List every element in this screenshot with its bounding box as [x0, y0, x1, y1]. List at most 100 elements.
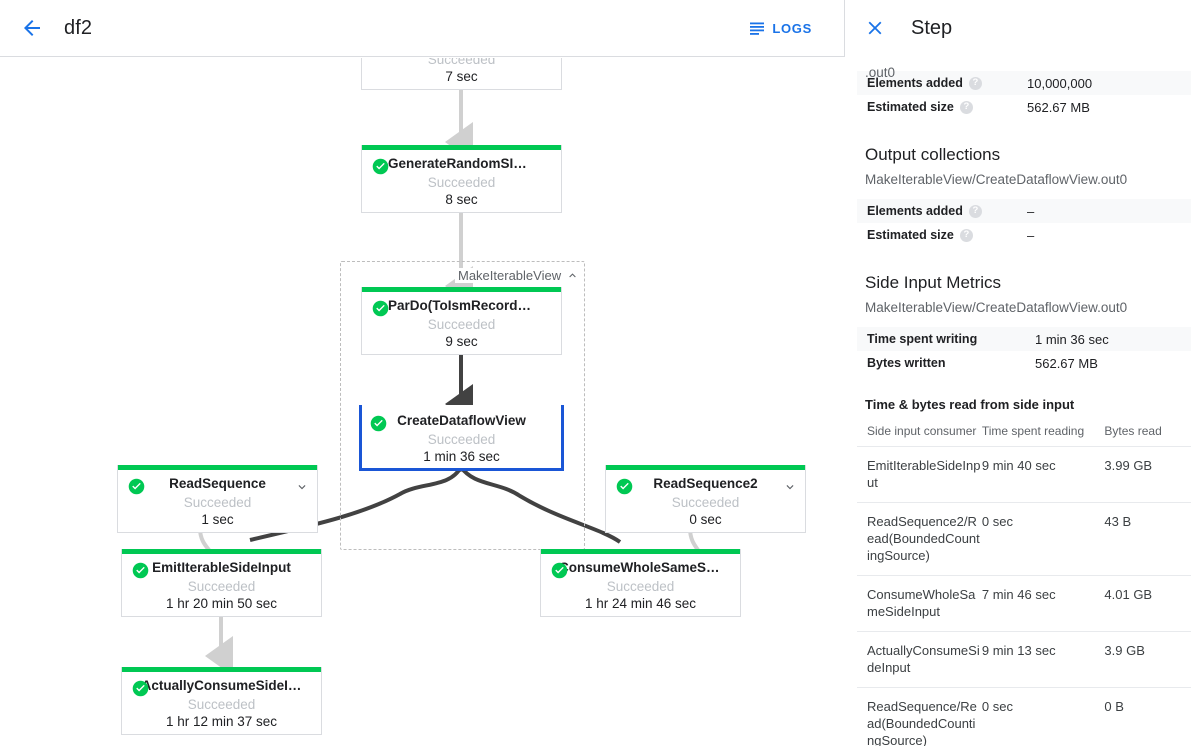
node-time: 1 hr 12 min 37 sec: [165, 714, 278, 729]
metric-key-label: Estimated size: [867, 228, 954, 242]
node-time: 1 sec: [201, 512, 234, 527]
cell-bytes: 43 B: [1104, 514, 1132, 529]
node-status-bar: [541, 549, 740, 554]
node-status-bar: [606, 465, 805, 470]
group-make-iterable-view[interactable]: [340, 261, 585, 550]
metric-value: –: [1027, 203, 1035, 219]
output-collections-title: Output collections: [865, 145, 1001, 164]
cell-consumer: ReadSequence/Read(BoundedCountingSource): [867, 699, 977, 746]
side-input-metrics-title: Side Input Metrics: [865, 273, 1002, 292]
node-status-bar: [362, 145, 561, 150]
step-panel-title: Step: [911, 16, 953, 39]
chevron-down-icon[interactable]: [783, 480, 797, 494]
side-input-collection-name: MakeIterableView/CreateDataflowView.out0: [865, 300, 1128, 315]
step-details-panel[interactable]: .out0 Elements added ? 10,000,000 Estima…: [845, 57, 1203, 746]
app-header: df2 LOGS: [0, 0, 844, 57]
help-icon[interactable]: ?: [959, 100, 973, 114]
table-row: Elements added ? 10,000,000: [857, 71, 1191, 95]
node-status: Succeeded: [606, 579, 675, 594]
success-check-icon: [551, 562, 568, 579]
cell-time: 0 sec: [981, 514, 1013, 529]
metric-value: 1 min 36 sec: [1035, 331, 1109, 347]
output-collection-name: MakeIterableView/CreateDataflowView.out0: [865, 172, 1128, 187]
table-row: ConsumeWholeSameSideInput 7 min 46 sec 4…: [857, 576, 1191, 632]
logs-button-label: LOGS: [772, 20, 812, 36]
table-row: ActuallyConsumeSideInput 9 min 13 sec 3.…: [857, 632, 1191, 688]
graph-node-generate-random-si-data[interactable]: GenerateRandomSIData Succeeded 8 sec: [361, 145, 562, 213]
partial-node-time: 7 sec: [445, 69, 478, 84]
node-status: Succeeded: [187, 697, 256, 712]
arrow-left-icon: [24, 20, 40, 36]
metric-value: –: [1027, 227, 1035, 243]
step-panel-header: Step: [845, 0, 1203, 57]
group-label-text: MakeIterableView: [458, 268, 562, 283]
node-time: 8 sec: [445, 192, 478, 207]
graph-node-read-sequence-2[interactable]: ReadSequence2 Succeeded 0 sec: [605, 465, 806, 533]
close-panel-button[interactable]: [857, 10, 893, 46]
success-check-icon: [372, 300, 389, 317]
metric-value: 562.67 MB: [1035, 355, 1098, 371]
column-header-bytes: Bytes read: [1104, 424, 1162, 438]
metric-key-label: Bytes written: [867, 356, 946, 370]
table-row: Elements added ? –: [857, 199, 1191, 223]
cell-time: 9 min 13 sec: [981, 643, 1056, 658]
node-time: 1 hr 20 min 50 sec: [165, 596, 278, 611]
metric-key: Elements added ?: [867, 76, 1027, 90]
logs-button[interactable]: LOGS: [741, 14, 820, 42]
graph-node-read-sequence[interactable]: ReadSequence Succeeded 1 sec: [117, 465, 318, 533]
metric-value: 10,000,000: [1027, 75, 1093, 91]
table-row: Estimated size ? –: [857, 223, 1191, 247]
side-input-write-metrics-table: Time spent writing 1 min 36 sec Bytes wr…: [857, 327, 1191, 375]
success-check-icon: [132, 680, 149, 697]
chevron-up-icon[interactable]: [566, 269, 579, 282]
node-status: Succeeded: [427, 175, 496, 190]
cell-consumer: ReadSequence2/Read(BoundedCountingSource…: [867, 514, 980, 563]
graph-node-emit-iterable-side-input[interactable]: EmitIterableSideInput Succeeded 1 hr 20 …: [121, 549, 322, 617]
success-check-icon: [128, 478, 145, 495]
cell-time: 7 min 46 sec: [981, 587, 1056, 602]
page-title: df2: [64, 16, 93, 39]
table-row: Estimated size ? 562.67 MB: [857, 95, 1191, 119]
node-status-bar: [118, 465, 317, 470]
node-name: CreateDataflowView: [397, 413, 526, 428]
metric-key-label: Elements added: [867, 204, 963, 218]
success-check-icon: [616, 478, 633, 495]
output-metrics-table: Elements added ? – Estimated size ? –: [857, 199, 1191, 247]
help-icon[interactable]: ?: [968, 204, 982, 218]
graph-node-actually-consume-side-input[interactable]: ActuallyConsumeSideI… Succeeded 1 hr 12 …: [121, 667, 322, 735]
metric-value: 562.67 MB: [1027, 99, 1090, 115]
node-status: Succeeded: [183, 495, 252, 510]
graph-node-pardo-to-ism-record-for[interactable]: ParDo(ToIsmRecordFor… Succeeded 9 sec: [361, 287, 562, 355]
node-status-bar: [122, 667, 321, 672]
graph-node-consume-whole-same-side-input[interactable]: ConsumeWholeSameSi… Succeeded 1 hr 24 mi…: [540, 549, 741, 617]
step-details-content: .out0 Elements added ? 10,000,000 Estima…: [845, 65, 1203, 746]
help-icon[interactable]: ?: [968, 76, 982, 90]
cell-consumer: EmitIterableSideInput: [867, 458, 981, 490]
column-header-time: Time spent reading: [981, 424, 1085, 438]
close-icon: [868, 21, 882, 35]
cell-time: 0 sec: [981, 699, 1013, 714]
metric-key: Elements added ?: [867, 204, 1027, 218]
chevron-down-icon[interactable]: [295, 480, 309, 494]
cell-bytes: 4.01 GB: [1104, 587, 1153, 602]
node-status: Succeeded: [671, 495, 740, 510]
help-icon[interactable]: ?: [959, 228, 973, 242]
cell-bytes: 0 B: [1104, 699, 1124, 714]
metric-key-label: Estimated size: [867, 100, 954, 114]
job-graph-canvas[interactable]: MakeIterableView Succeeded 7 sec Generat…: [0, 58, 844, 746]
table-row: Time spent writing 1 min 36 sec: [857, 327, 1191, 351]
node-status-bar: [122, 549, 321, 554]
cell-consumer: ConsumeWholeSameSideInput: [867, 587, 976, 619]
side-input-read-table-title: Time & bytes read from side input: [865, 397, 1075, 412]
node-name: ConsumeWholeSameSi…: [559, 560, 724, 575]
graph-node-partial[interactable]: Succeeded 7 sec: [361, 58, 562, 90]
graph-node-create-dataflow-view[interactable]: CreateDataflowView Succeeded 1 min 36 se…: [359, 405, 564, 471]
node-status-bar: [362, 287, 561, 292]
logs-list-icon: [750, 22, 765, 35]
side-input-read-table: Side input consumer Time spent reading B…: [857, 418, 1191, 746]
node-name: ActuallyConsumeSideI…: [141, 678, 302, 693]
cell-consumer: ActuallyConsumeSideInput: [867, 643, 980, 675]
group-make-iterable-view-label[interactable]: MakeIterableView: [455, 268, 583, 283]
back-button[interactable]: [12, 8, 52, 48]
success-check-icon: [372, 158, 389, 175]
